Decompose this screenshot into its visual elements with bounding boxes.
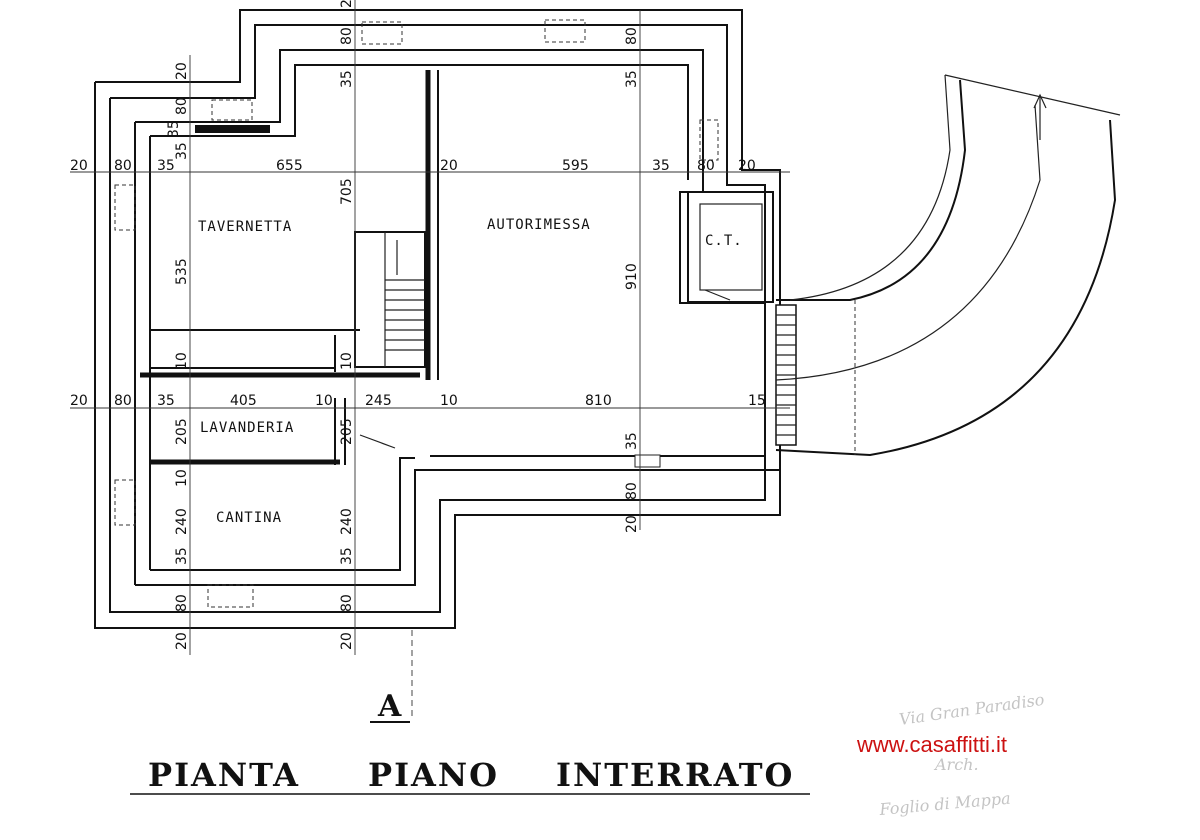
dim-r2-7: 810 — [585, 393, 612, 409]
stair-treads — [384, 232, 425, 367]
dim-r1-4: 20 — [440, 158, 458, 174]
dim-v-r-80: 80 — [624, 482, 640, 500]
window-left-top — [211, 99, 253, 121]
ramp-line-2 — [789, 74, 951, 301]
dim-v-can-35b: 35 — [339, 547, 355, 565]
inner-wall-inner-line — [150, 64, 689, 180]
dim-v-lav-10b: 10 — [339, 352, 355, 370]
section-marker: A — [377, 689, 402, 724]
dim-v-lav-205a: 205 — [174, 418, 190, 445]
dim-v-tr-80: 80 — [624, 27, 640, 45]
window-left-2 — [114, 479, 136, 526]
dim-v-tr-35: 35 — [624, 70, 640, 88]
room-label-lavanderia: LAVANDERIA — [200, 420, 294, 436]
dim-v-top-35: 35 — [339, 70, 355, 88]
window-sill-top — [195, 125, 270, 133]
title-word-2: PIANO — [368, 756, 499, 794]
dim-r1-8: 20 — [738, 158, 756, 174]
outer-wall — [94, 9, 781, 629]
ramp-arrowhead — [1033, 93, 1047, 109]
dim-r1-1: 80 — [114, 158, 132, 174]
dim-r1-3: 655 — [276, 158, 303, 174]
dim-v-can-10: 10 — [174, 469, 190, 487]
dim-v-bot-20a: 20 — [174, 632, 190, 650]
dim-v-can-240a: 240 — [174, 508, 190, 535]
inner-wall — [135, 49, 765, 304]
room-label-autorimessa: AUTORIMESSA — [487, 217, 591, 233]
room-label-ct: C.T. — [705, 233, 743, 249]
handwriting-line-3: Foglio di Mappa — [878, 789, 1012, 819]
dim-r2-6: 10 — [440, 393, 458, 409]
dim-r2-1: 80 — [114, 393, 132, 409]
dim-r2-8: 15 — [748, 393, 766, 409]
dim-v-bot-20b: 20 — [339, 632, 355, 650]
dim-v-r-35: 35 — [624, 432, 640, 450]
ramp-top-edge — [944, 74, 1121, 116]
dim-v-535: 535 — [174, 258, 190, 285]
window-top-1 — [361, 21, 403, 45]
ramp-inner-edge — [776, 79, 967, 301]
window-left-1 — [114, 184, 136, 231]
dim-r1-6: 35 — [652, 158, 670, 174]
inner-bottom-wall-line — [150, 457, 415, 571]
dim-v-lav-205b: 205 — [339, 418, 355, 445]
ramp-outer-edge — [775, 119, 1117, 457]
dim-v-left-35b: 35 — [174, 142, 190, 160]
title-word-1: PIANTA — [148, 756, 300, 794]
dim-r1-0: 20 — [70, 158, 88, 174]
dim-v-lav-10a: 10 — [174, 352, 190, 370]
dim-r2-3: 405 — [230, 393, 257, 409]
title-word-3: INTERRATO — [556, 756, 794, 794]
window-top-2 — [544, 19, 586, 43]
lavanderia-door — [359, 434, 396, 449]
dim-v-top-80: 80 — [339, 27, 355, 45]
ramp-center-line — [775, 104, 1041, 381]
dim-v-left-20: 20 — [174, 62, 190, 80]
dim-r2-2: 35 — [157, 393, 175, 409]
window-right — [699, 119, 719, 161]
ct-room-inner — [699, 203, 763, 291]
dim-v-910: 910 — [624, 263, 640, 290]
dim-v-705: 705 — [339, 178, 355, 205]
dim-v-bot-80b: 80 — [339, 594, 355, 612]
dim-r2-4: 10 — [315, 393, 333, 409]
handwriting-line-2: Arch. — [933, 755, 979, 774]
watermark: www.casaffitti.it — [856, 732, 1007, 757]
dim-r1-7: 80 — [697, 158, 715, 174]
dim-r1-2: 35 — [157, 158, 175, 174]
dim-v-can-35a: 35 — [174, 547, 190, 565]
room-label-tavernetta: TAVERNETTA — [198, 219, 292, 235]
ct-door — [704, 289, 731, 301]
dim-r2-5: 245 — [365, 393, 392, 409]
dim-v-left-35a: 35 — [166, 120, 182, 138]
dim-v-left-80: 80 — [174, 97, 190, 115]
ct-room-outline — [687, 191, 774, 303]
dim-v-r-20: 20 — [624, 515, 640, 533]
window-bottom — [207, 584, 254, 608]
room-label-cantina: CANTINA — [216, 510, 282, 526]
garage-door-hatch — [776, 314, 796, 436]
dim-r2-0: 20 — [70, 393, 88, 409]
outer-wall-inner-line — [109, 24, 766, 613]
dim-v-can-240b: 240 — [339, 508, 355, 535]
dim-r1-5: 595 — [562, 158, 589, 174]
window-sill-garage — [634, 454, 661, 468]
dim-v-top-20: 20 — [339, 0, 355, 8]
handwriting-line-1: Via Gran Paradiso — [898, 690, 1046, 729]
dim-v-bot-80a: 80 — [174, 594, 190, 612]
inner-bottom-wall — [135, 469, 440, 586]
